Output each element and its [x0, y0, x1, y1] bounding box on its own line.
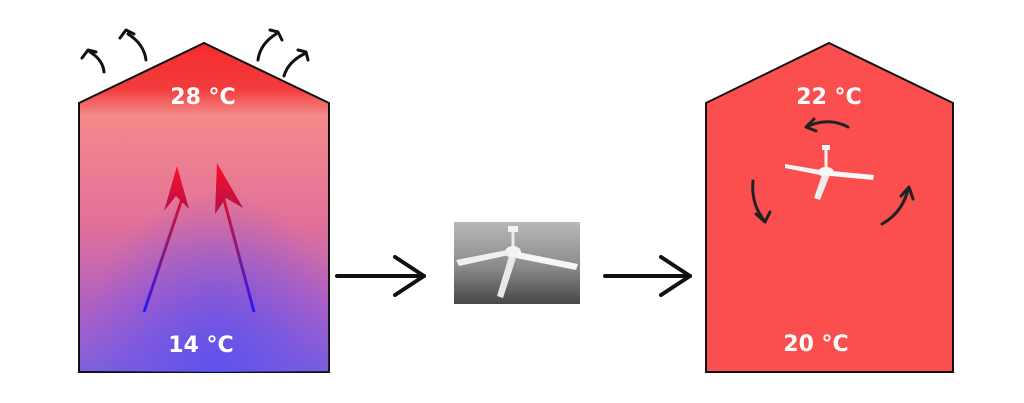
- circulation-arrow-icon: [751, 117, 915, 226]
- right-arrow-icon: [603, 255, 692, 297]
- ceiling-fan-icon: [454, 222, 580, 304]
- ceiling-fan-icon: [785, 145, 874, 200]
- before-bottom-temperature: 14 °C: [168, 333, 233, 358]
- after-house-body: [705, 41, 954, 373]
- after-bottom-temperature: 20 °C: [783, 332, 848, 357]
- after-top-temperature: 22 °C: [796, 85, 861, 110]
- rising-air-arrow-icon: [142, 163, 256, 313]
- before-top-temperature: 28 °C: [170, 85, 235, 110]
- after-house: 22 °C 20 °C: [705, 41, 954, 373]
- heat-escape-arrow-icon: [80, 28, 310, 78]
- right-arrow-icon: [335, 255, 426, 297]
- before-house: 28 °C 14 °C: [78, 28, 330, 373]
